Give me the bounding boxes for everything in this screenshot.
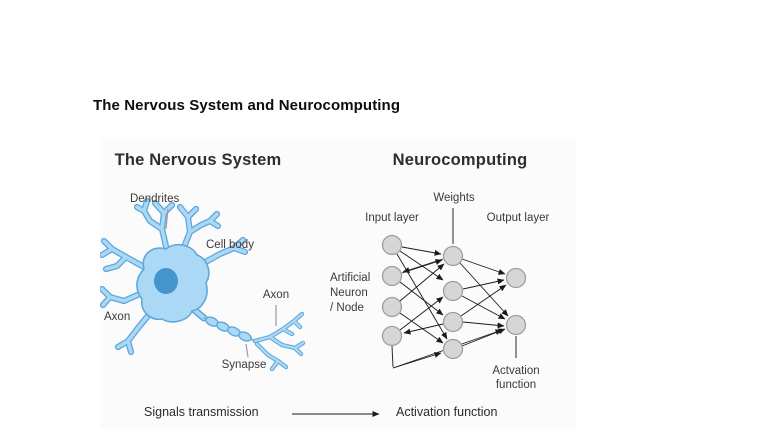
neuroscience-diagram-image: The Nervous System Neurocomputing Dendri… (100, 137, 576, 429)
output-node (505, 267, 527, 289)
input-node (381, 265, 403, 287)
label-synapse: Synapse (221, 359, 267, 371)
neuron-illustration (100, 197, 306, 372)
hidden-node (442, 338, 464, 360)
hidden-node (442, 311, 464, 333)
caption-signals-transmission: Signals transmission (144, 405, 259, 419)
dendrites-pointer-line (165, 208, 169, 230)
label-output-layer: Output layer (486, 212, 550, 224)
label-artificial-neuron-line2: Neuron (330, 287, 368, 299)
output-node (505, 314, 527, 336)
synapse-pointer-line (245, 343, 249, 358)
nucleus-shape (154, 268, 178, 294)
hidden-node (442, 280, 464, 302)
label-weights: Weights (433, 192, 475, 204)
label-activation-line2: function (495, 379, 537, 391)
input-node (381, 234, 403, 256)
bias-stem-line (391, 345, 394, 368)
myelin-segments (205, 316, 252, 342)
label-input-layer: Input layer (365, 212, 419, 224)
caption-activation-function: Activation function (396, 405, 498, 419)
label-cell-body: Cell body (206, 239, 254, 251)
heading-neurocomputing: Neurocomputing (392, 151, 528, 169)
label-axon-left: Axon (104, 311, 131, 323)
label-artificial-neuron-line1: Artificial (330, 272, 371, 284)
diagram-artwork (100, 197, 527, 417)
label-activation-function-node: Actvation function (478, 364, 554, 392)
label-dendrites: Dendrites (130, 193, 180, 205)
heading-nervous-system: The Nervous System (114, 151, 282, 169)
label-artificial-neuron: Artificial Neuron / Node (330, 271, 370, 316)
input-node (381, 325, 403, 347)
label-activation-line1: Actvation (492, 365, 540, 377)
input-node (381, 296, 403, 318)
hidden-node (442, 245, 464, 267)
label-axon-right: Axon (262, 289, 290, 301)
page-title: The Nervous System and Neurocomputing (93, 97, 401, 114)
label-artificial-neuron-line3: / Node (330, 302, 364, 314)
network-diagram (381, 208, 527, 369)
